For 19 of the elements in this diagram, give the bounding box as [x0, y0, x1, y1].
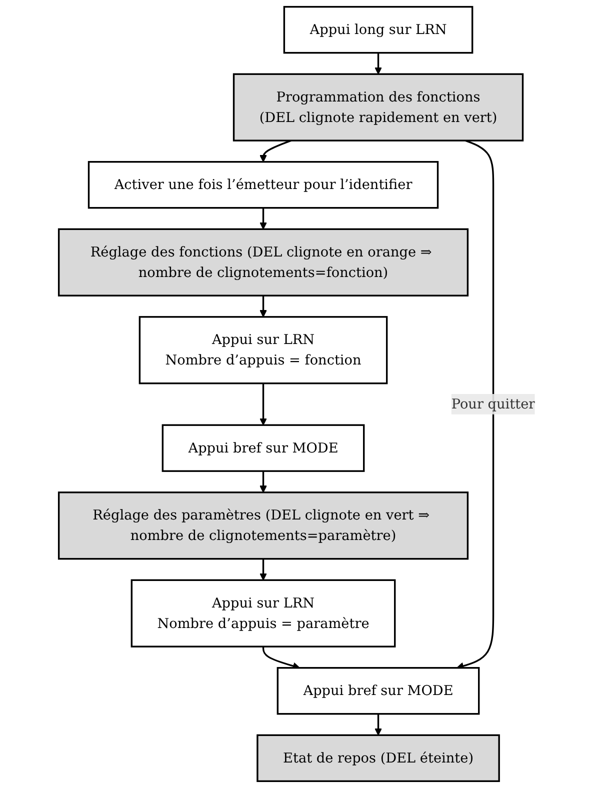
node-box: Appui bref sur MODE: [162, 424, 366, 472]
arrow: [260, 383, 268, 426]
arrow: [260, 140, 292, 162]
node-box: Etat de repos (DEL éteinte): [257, 734, 500, 782]
arrow: [375, 714, 382, 736]
node-box: Activer une fois l’émetteur pour l’identifier: [88, 161, 440, 209]
node-box: Appui bref sur MODE: [277, 667, 480, 715]
node-box: Appui sur LRN Nombre d’appuis = paramètre: [131, 579, 396, 648]
arrow: [260, 471, 268, 493]
node-box: Appui sur LRN Nombre d’appuis = fonction: [139, 316, 388, 384]
arrow: [260, 296, 268, 318]
arrow: [375, 52, 382, 74]
arrow: [260, 558, 268, 580]
node-box: Réglage des paramètres (DEL clignote en vert ⇒ nombre de clignotements=paramètre): [58, 492, 470, 560]
node-box: Réglage des fonctions (DEL clignote en orange ⇒ nombre de clignotements=fonction): [58, 228, 470, 296]
arrow: [260, 208, 268, 230]
edge-label: Pour quitter: [452, 396, 536, 412]
node-box: Programmation des fonctions (DEL clignote rapidement en vert): [233, 73, 524, 142]
node-box: Appui long sur LRN: [284, 6, 474, 54]
